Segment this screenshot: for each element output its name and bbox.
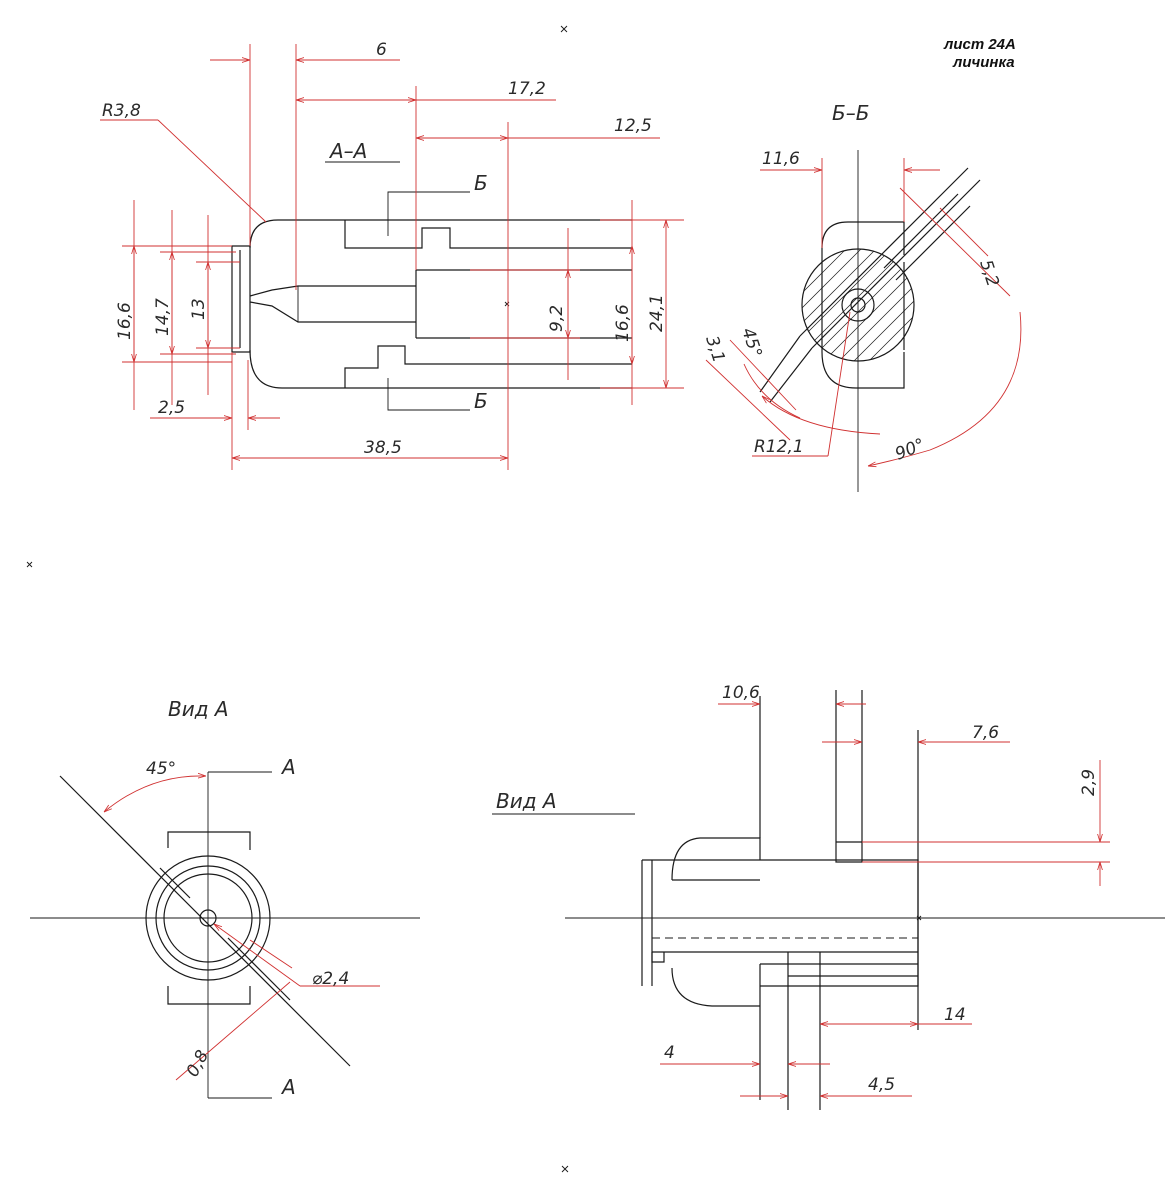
dim-9-2: 9,2 xyxy=(547,305,567,332)
sheet-title: лист 24А личинка xyxy=(943,36,1016,71)
section-mark-b-bottom: Б xyxy=(474,389,488,413)
section-mark-a-top: А xyxy=(280,755,296,779)
view-a-side: Вид А 10,6 7,6 xyxy=(492,683,1165,1110)
view-a-label-2: Вид А xyxy=(496,789,557,813)
angle-45: 45° xyxy=(737,325,765,360)
dim-24-1: 24,1 xyxy=(647,294,667,332)
angle-90: 90° xyxy=(892,435,927,465)
sheet-number: лист 24А xyxy=(943,36,1016,53)
dim-14: 14 xyxy=(944,1005,966,1025)
dim-10-6: 10,6 xyxy=(722,683,760,703)
dim-11-6: 11,6 xyxy=(762,149,800,169)
dim-diam-2-4: ⌀2,4 xyxy=(312,969,349,989)
dim-16-6-right: 16,6 xyxy=(613,304,633,342)
dim-38-5: 38,5 xyxy=(364,438,402,458)
section-bb-view: Б–Б 11,6 5,2 xyxy=(701,101,1022,492)
dim-13: 13 xyxy=(189,298,209,320)
dim-14-7: 14,7 xyxy=(153,298,173,336)
section-aa-label: А–А xyxy=(328,139,367,163)
section-mark-a-bottom: А xyxy=(280,1075,296,1099)
dim-16-6-left: 16,6 xyxy=(115,302,135,340)
dimensions-view-a: 45° ⌀2,4 0,8 xyxy=(104,759,380,1080)
registration-marks xyxy=(26,25,922,1173)
dim-2-5: 2,5 xyxy=(158,398,185,418)
dim-2-9: 2,9 xyxy=(1079,769,1099,796)
dim-3-1: 3,1 xyxy=(701,333,728,365)
dim-r12-1: R12,1 xyxy=(754,437,804,457)
section-bb-label: Б–Б xyxy=(832,101,869,125)
dim-4-5: 4,5 xyxy=(868,1075,895,1095)
dimensions-aa: 6 17,2 12,5 R3,8 16,6 14,7 xyxy=(100,40,684,470)
dimensions-view-a-side: 10,6 7,6 2,9 14 4 4,5 xyxy=(660,683,1110,1096)
view-a-end: Вид А А А 45° ⌀2,4 0,8 xyxy=(30,697,420,1099)
dim-12-5: 12,5 xyxy=(614,116,652,136)
section-aa-view: А–А Б Б 6 17,2 xyxy=(100,40,684,470)
dimensions-bb: 11,6 5,2 3,1 45° R12,1 90° xyxy=(701,149,1022,466)
part-name: личинка xyxy=(952,54,1015,71)
dim-17-2: 17,2 xyxy=(508,79,546,99)
section-mark-b-top: Б xyxy=(474,171,488,195)
angle-45-view: 45° xyxy=(146,759,176,779)
view-a-label-1: Вид А xyxy=(168,697,229,721)
dim-6: 6 xyxy=(376,40,387,60)
dim-r3-8: R3,8 xyxy=(102,101,141,121)
dim-4: 4 xyxy=(664,1043,675,1063)
dim-7-6: 7,6 xyxy=(972,723,999,743)
